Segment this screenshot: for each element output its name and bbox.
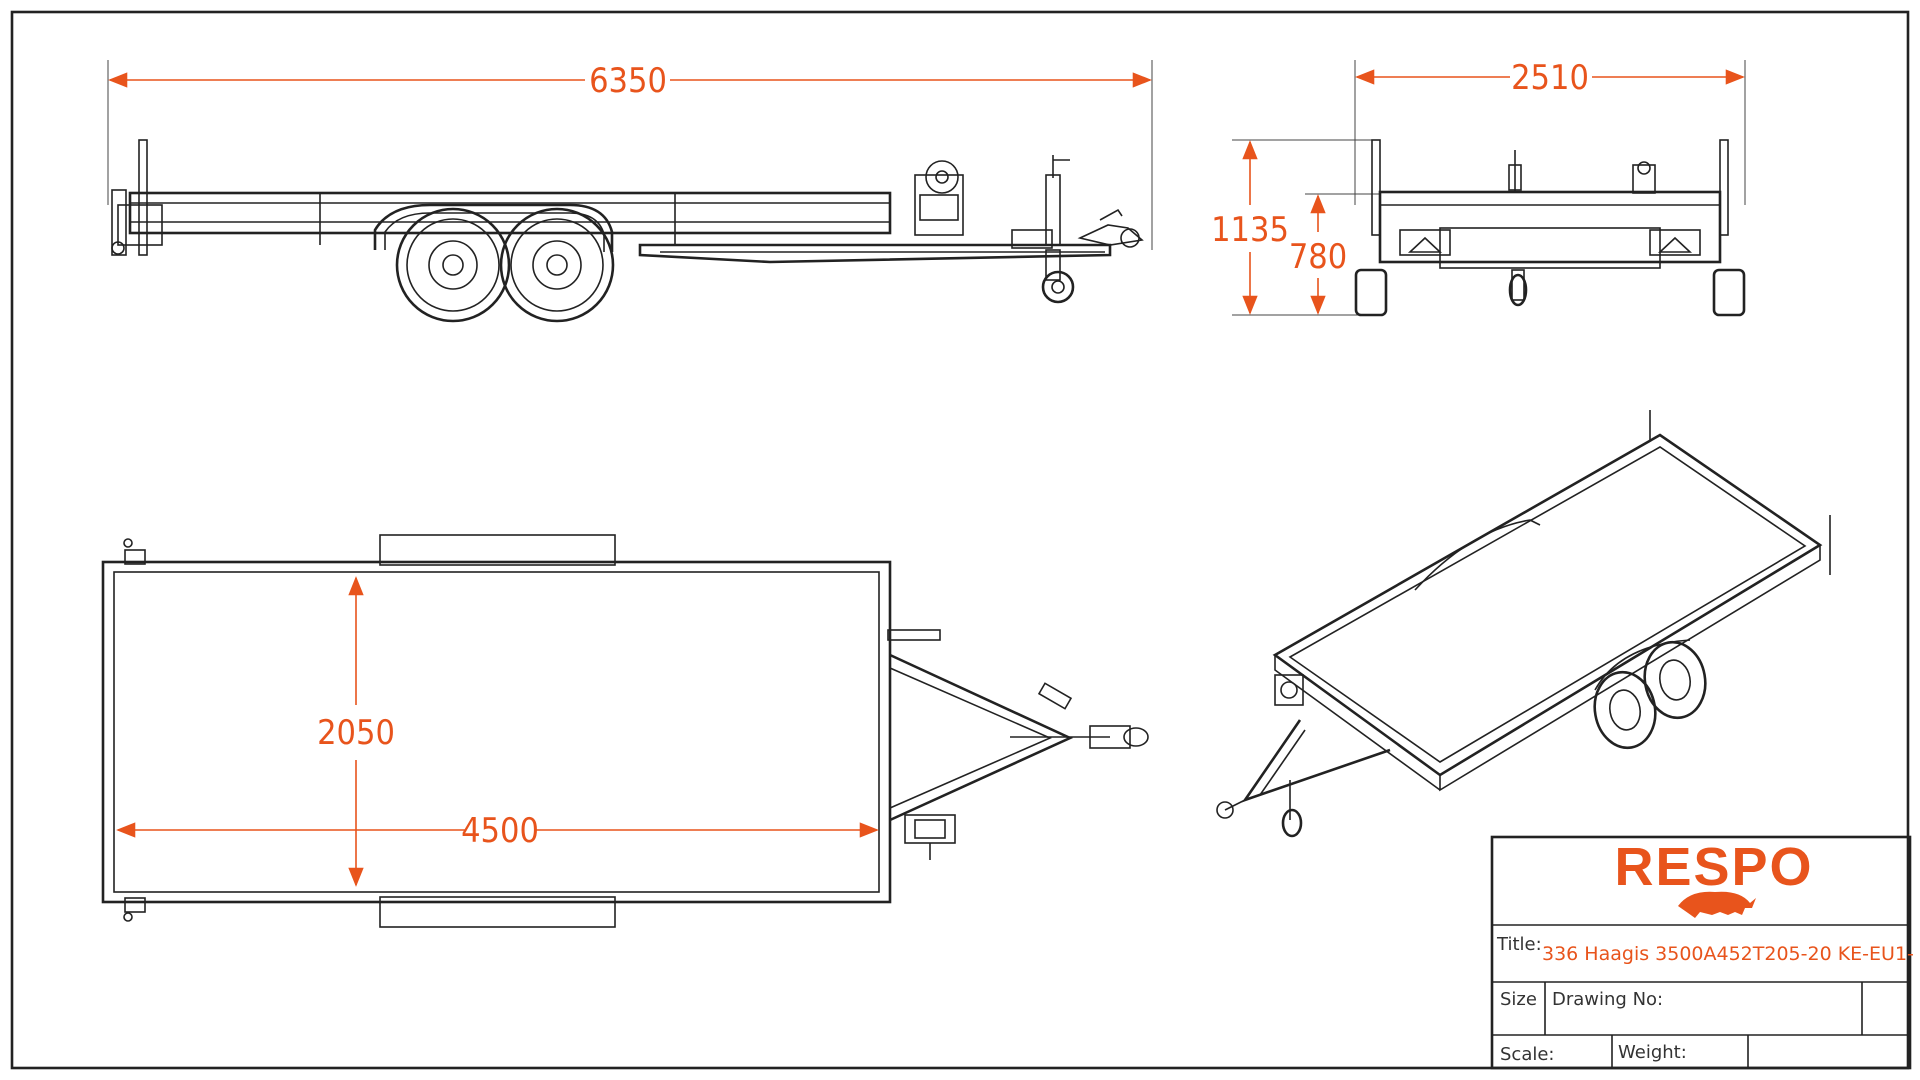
dim-total-height: 1135 — [1211, 210, 1289, 250]
title-label: Title: — [1496, 934, 1542, 955]
logo-text: RESPO — [1614, 837, 1813, 897]
dim-rear-width: 2510 — [1511, 58, 1589, 98]
side-view: 6350 — [107, 60, 1153, 323]
rear-view: 2510 1135 780 — [1211, 58, 1746, 317]
drawing-no-label: Drawing No: — [1552, 989, 1663, 1010]
dim-side-length: 6350 — [589, 61, 667, 101]
dim-deck-height: 780 — [1289, 237, 1347, 277]
title-block: RESPO Title: 336 Haagis 3500A452T205-20 … — [1490, 835, 1914, 1070]
sheet-border — [10, 10, 1910, 1070]
bull-logo-icon — [1678, 891, 1756, 918]
isometric-view — [1216, 410, 1831, 838]
scale-label: Scale: — [1500, 1044, 1555, 1065]
dim-bed-length: 4500 — [461, 811, 539, 851]
top-view: 2050 4500 — [101, 534, 1149, 928]
weight-label: Weight: — [1618, 1042, 1687, 1063]
dim-bed-width: 2050 — [317, 713, 395, 753]
title-value: 336 Haagis 3500A452T205-20 KE-EU1- — [1542, 943, 1914, 965]
size-label: Size — [1500, 989, 1537, 1010]
